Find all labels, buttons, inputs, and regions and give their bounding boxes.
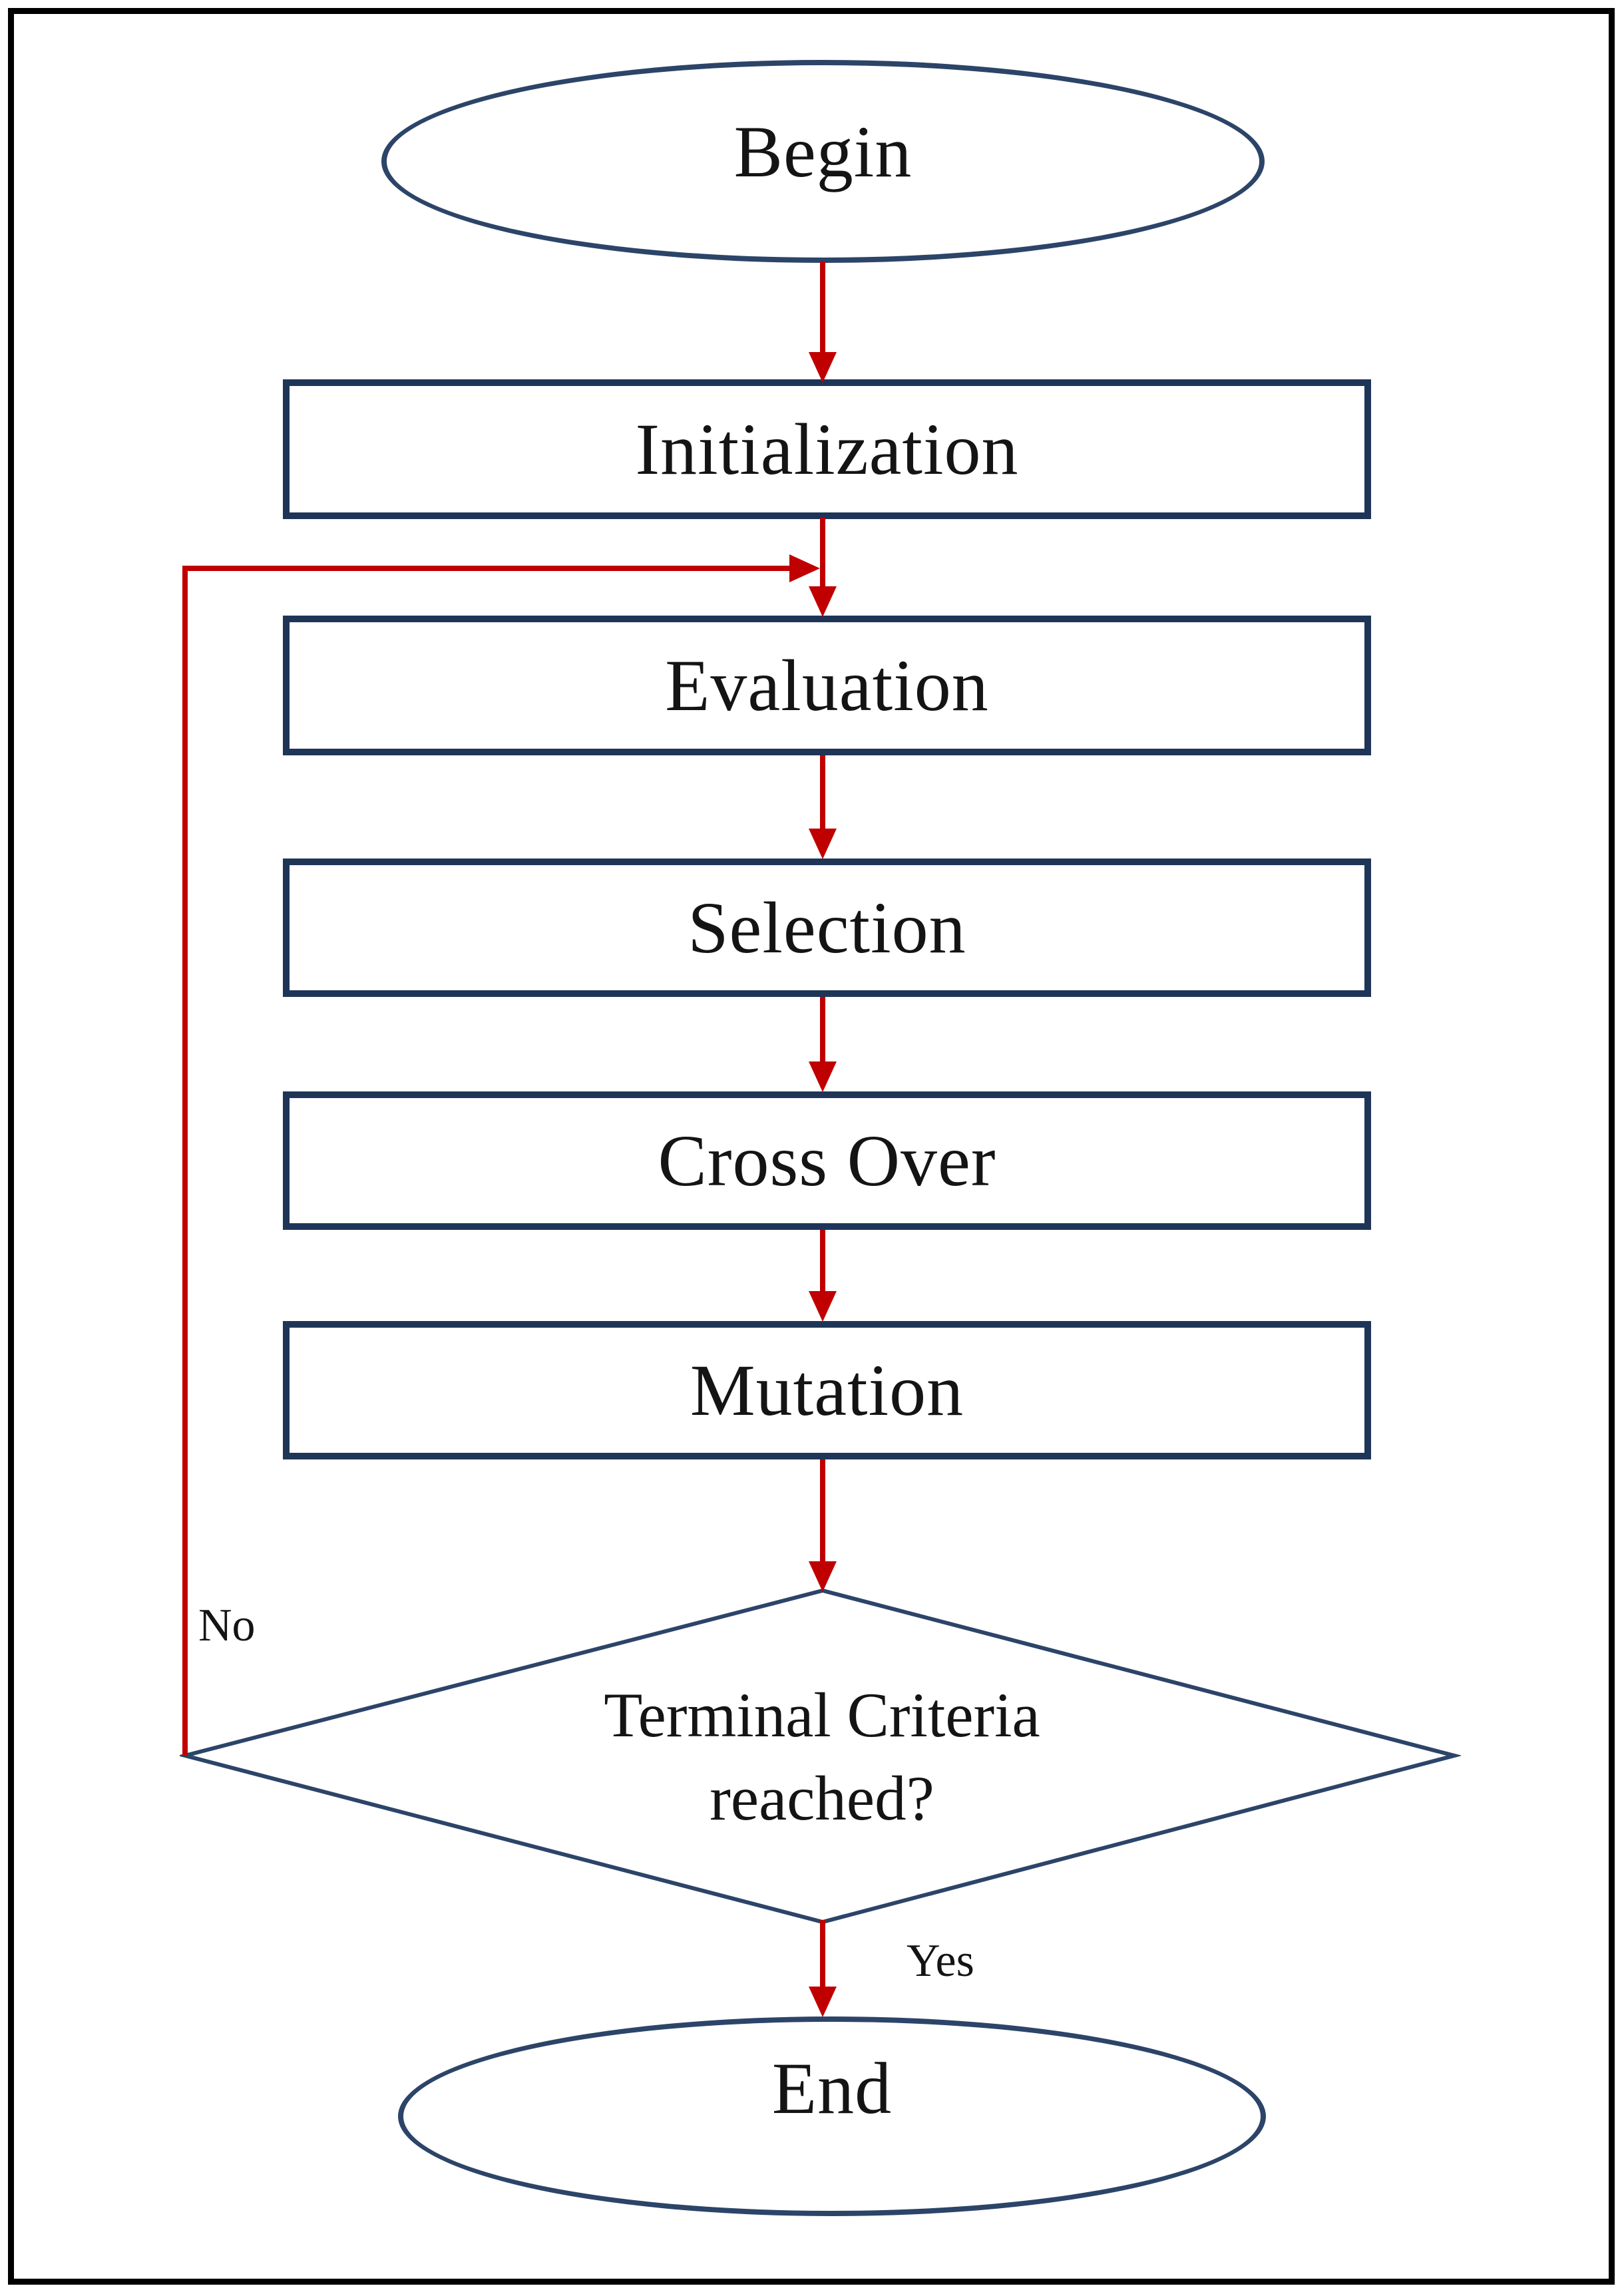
arrowhead-evaluation-selection bbox=[809, 829, 837, 859]
node-begin-label: Begin bbox=[733, 111, 913, 192]
node-selection: Selection bbox=[283, 859, 1371, 997]
node-evaluation: Evaluation bbox=[283, 616, 1371, 755]
decision-label-line2: reached? bbox=[710, 1763, 934, 1833]
decision-label-line1: Terminal Criteria bbox=[604, 1679, 1040, 1750]
node-crossover: Cross Over bbox=[283, 1091, 1371, 1230]
arrowhead-crossover-mutation bbox=[809, 1291, 837, 1322]
edge-initialization-evaluation bbox=[820, 518, 825, 588]
arrowhead-begin-initialization bbox=[809, 352, 837, 383]
node-end-label: End bbox=[771, 2047, 893, 2129]
node-crossover-label: Cross Over bbox=[658, 1119, 996, 1201]
node-end: End bbox=[398, 2016, 1266, 2216]
edge-no-loop-horizontal bbox=[182, 566, 792, 571]
edge-begin-initialization bbox=[820, 262, 825, 355]
edge-selection-crossover bbox=[820, 997, 825, 1063]
edge-crossover-mutation bbox=[820, 1230, 825, 1292]
page-border bbox=[8, 8, 1615, 2285]
arrowhead-selection-crossover bbox=[809, 1061, 837, 1092]
arrowhead-initialization-evaluation bbox=[809, 586, 837, 617]
node-decision-label: Terminal Criteria reached? bbox=[426, 1624, 1218, 1890]
node-mutation-label: Mutation bbox=[690, 1349, 964, 1431]
edge-label-no: No bbox=[198, 1600, 256, 1651]
node-evaluation-label: Evaluation bbox=[665, 644, 989, 726]
edge-evaluation-selection bbox=[820, 755, 825, 830]
arrowhead-decision-end bbox=[809, 1987, 837, 2017]
edge-mutation-decision bbox=[820, 1459, 825, 1563]
node-begin: Begin bbox=[381, 60, 1265, 263]
edge-no-loop-vertical bbox=[182, 566, 188, 1756]
node-initialization-label: Initialization bbox=[635, 408, 1019, 490]
node-mutation: Mutation bbox=[283, 1321, 1371, 1459]
arrowhead-mutation-decision bbox=[809, 1561, 837, 1592]
node-initialization: Initialization bbox=[283, 379, 1371, 519]
edge-label-yes: Yes bbox=[907, 1935, 974, 1987]
arrowhead-no-loop-junction bbox=[789, 554, 820, 582]
edge-decision-end bbox=[820, 1920, 825, 1988]
node-selection-label: Selection bbox=[688, 886, 966, 968]
